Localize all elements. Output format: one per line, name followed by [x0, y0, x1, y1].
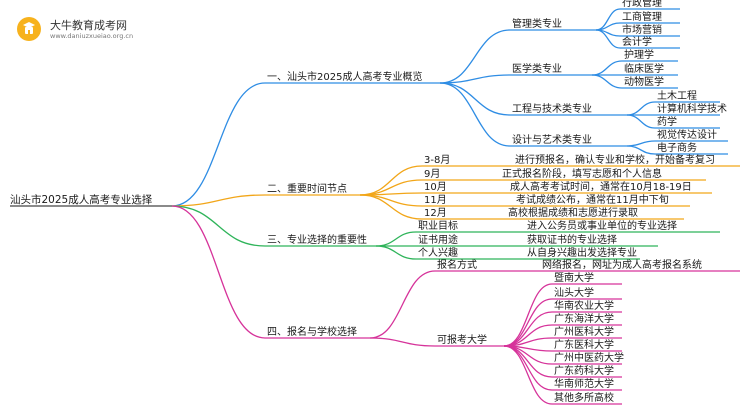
leaf-label[interactable]: 成人高考考试时间，通常在10月18-19日 — [510, 180, 692, 193]
logo-title: 大牛教育成考网 — [50, 19, 127, 32]
leaf-label[interactable]: 广州医科大学 — [554, 325, 614, 338]
branch-connector — [171, 205, 266, 339]
branch-connector — [171, 82, 266, 207]
leaf-label[interactable]: 其他多所高校 — [554, 391, 614, 404]
topic-label[interactable]: 工程与技术类专业 — [512, 102, 592, 115]
leaf-connector — [595, 29, 621, 49]
leaf-connector — [591, 60, 623, 76]
topic-label[interactable]: 12月 — [424, 207, 447, 219]
leaf-label[interactable]: 网络报名，网址为成人高考报名系统 — [542, 258, 702, 271]
leaf-label[interactable]: 正式报名阶段，填写志愿和个人信息 — [502, 167, 662, 180]
leaf-label[interactable]: 进入公务员或事业单位的专业选择 — [527, 219, 677, 232]
leaf-label[interactable]: 高校根据成绩和志愿进行录取 — [508, 206, 638, 219]
topic-connector — [439, 74, 511, 84]
topic-label[interactable]: 设计与艺术类专业 — [512, 133, 592, 146]
leaf-label[interactable]: 广州中医药大学 — [554, 351, 624, 364]
branch-label[interactable]: 一、汕头市2025成人高考专业概览 — [267, 70, 422, 83]
leaf-label[interactable]: 视觉传达设计 — [657, 128, 717, 141]
leaf-label[interactable]: 进行预报名，确认专业和学校，开始备考复习 — [515, 153, 715, 166]
leaf-label[interactable]: 华南师范大学 — [554, 377, 614, 390]
branch-label[interactable]: 四、报名与学校选择 — [267, 325, 357, 338]
topic-connector — [439, 82, 511, 147]
topic-connector — [439, 82, 511, 116]
topic-label[interactable]: 可报考大学 — [437, 333, 487, 346]
topic-label[interactable]: 个人兴趣 — [418, 246, 458, 259]
leaf-label[interactable]: 考试成绩公布，通常在11月中下旬 — [516, 193, 669, 206]
topic-label[interactable]: 证书用途 — [418, 233, 458, 246]
leaf-label[interactable]: 会计学 — [622, 35, 652, 48]
leaf-connector — [503, 345, 553, 391]
topic-label[interactable]: 职业目标 — [418, 220, 458, 232]
leaf-label[interactable]: 电子商务 — [657, 141, 697, 154]
topic-connector — [375, 231, 417, 247]
topic-label[interactable]: 3-8月 — [424, 154, 450, 166]
leaf-label[interactable]: 护理学 — [624, 48, 654, 61]
site-logo[interactable]: 大牛教育成考网 www.daniuzxueiao.org.cn — [14, 14, 154, 46]
leaf-label[interactable]: 获取证书的专业选择 — [527, 233, 617, 246]
leaf-connector — [626, 101, 656, 116]
topic-label[interactable]: 管理类专业 — [512, 17, 562, 30]
leaf-label[interactable]: 从自身兴趣出发选择专业 — [527, 246, 637, 259]
leaf-label[interactable]: 行政管理 — [622, 0, 662, 9]
logo-badge-icon — [17, 17, 41, 41]
branch-label[interactable]: 三、专业选择的重要性 — [267, 233, 367, 246]
topic-label[interactable]: 11月 — [424, 194, 447, 206]
topic-connector — [375, 245, 417, 260]
leaf-label[interactable]: 广东海洋大学 — [554, 312, 614, 325]
leaf-label[interactable]: 临床医学 — [624, 62, 664, 75]
leaf-connector — [626, 114, 656, 129]
branch-connector — [171, 205, 266, 247]
leaf-connector — [503, 311, 553, 347]
leaf-label[interactable]: 汕头大学 — [554, 286, 594, 299]
topic-label[interactable]: 医学类专业 — [512, 62, 562, 75]
topic-connector — [359, 194, 423, 220]
topic-connector — [369, 337, 436, 347]
topic-label[interactable]: 9月 — [424, 168, 440, 180]
topic-connector — [359, 194, 423, 207]
topic-connector — [369, 270, 436, 339]
leaf-connector — [503, 345, 553, 405]
leaf-label[interactable]: 计算机科学技术 — [657, 102, 727, 115]
topic-label[interactable]: 报名方式 — [437, 258, 477, 271]
root-node[interactable]: 汕头市2025成人高考专业选择 — [10, 193, 153, 206]
leaf-label[interactable]: 工商管理 — [622, 10, 662, 23]
leaf-connector — [503, 283, 553, 347]
leaf-label[interactable]: 华南农业大学 — [554, 299, 614, 312]
leaf-label[interactable]: 动物医学 — [624, 75, 664, 88]
topic-connector — [439, 29, 511, 84]
branch-connector — [171, 194, 266, 207]
leaf-label[interactable]: 药学 — [657, 115, 677, 128]
leaf-label[interactable]: 广东药科大学 — [554, 364, 614, 377]
leaf-label[interactable]: 暨南大学 — [554, 271, 594, 284]
leaf-connector — [591, 74, 623, 89]
leaf-label[interactable]: 广东医科大学 — [554, 338, 614, 351]
logo-url: www.daniuzxueiao.org.cn — [50, 32, 134, 40]
leaf-label[interactable]: 土木工程 — [657, 89, 697, 102]
leaf-label[interactable]: 市场营销 — [622, 23, 662, 36]
branch-label[interactable]: 二、重要时间节点 — [267, 182, 347, 195]
leaf-connector — [626, 140, 656, 147]
topic-label[interactable]: 10月 — [424, 181, 447, 193]
leaf-connector — [626, 145, 656, 155]
